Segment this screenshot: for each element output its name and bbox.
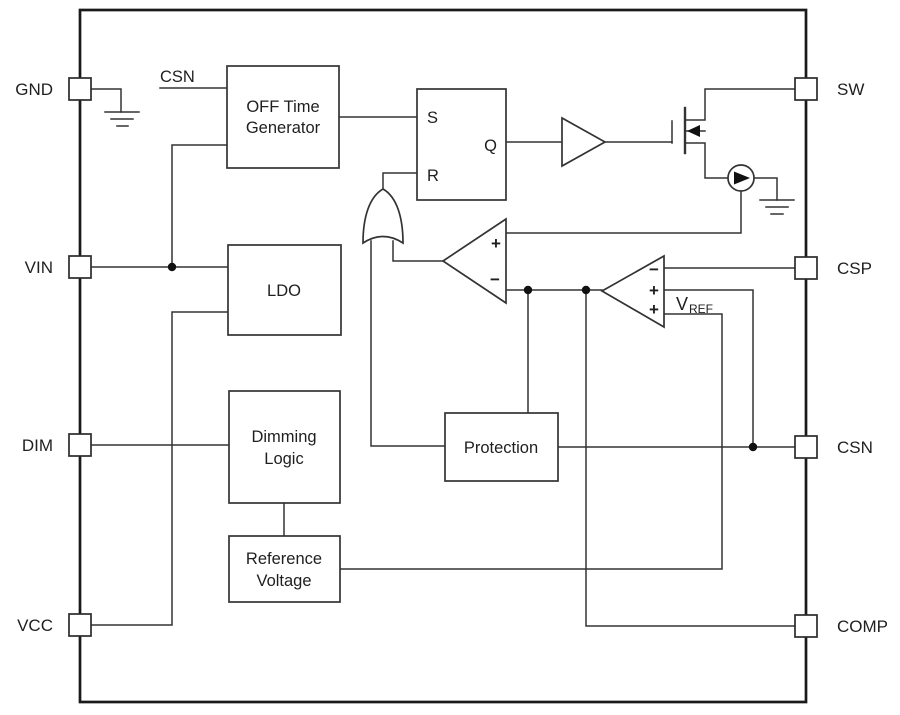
block-label: Logic [264,450,303,468]
block-label: Protection [464,439,538,457]
junction-dot [523,285,533,295]
junction-dot [581,285,591,295]
wire-current-source-to-ground [753,177,778,201]
wire-reference-to-sense-plus [339,313,723,570]
junction-dot [748,442,758,452]
csn-signal-label: CSN [160,68,195,86]
sense-plus2-label: + [649,300,659,319]
mosfet-arrow-icon [687,125,700,137]
wire-drain-to-sw [684,88,796,121]
wire-sense-to-pwm-plus [505,190,742,234]
pin-label-dim: DIM [22,436,53,455]
block-reference-voltage [228,535,341,603]
pin-csn [794,435,818,459]
wire-or-to-latch-r [382,172,418,190]
pin-label-csn: CSN [837,438,873,457]
pin-csp [794,256,818,280]
pin-vcc [68,613,92,637]
pin-comp [794,614,818,638]
block-label: Generator [246,119,321,137]
wire-bus-to-comp [585,289,796,627]
sense-plus1-label: + [649,281,659,300]
wire-pwm-out-to-or [392,240,444,262]
block-label: OFF Time [246,98,319,116]
pwm-comparator-icon [441,217,507,305]
block-label: Reference [246,550,322,568]
pwm-plus-label: + [491,234,501,253]
block-sr-latch [416,88,507,201]
wire-protection-to-or [370,240,446,447]
block-protection [444,412,559,482]
block-off-time-generator [226,65,340,169]
buffer-icon [561,116,607,168]
block-label: Voltage [256,572,311,590]
pin-gnd [68,77,92,101]
pin-label-csp: CSP [837,259,872,278]
sense-minus-label: − [649,260,659,279]
pin-label-sw: SW [837,80,864,99]
vref-sub-label: REF [689,302,713,316]
pin-label-vcc: VCC [17,616,53,635]
pin-dim [68,433,92,457]
current-source-arrow-icon [734,171,750,185]
block-ldo [227,244,342,336]
block-dimming-logic [228,390,341,504]
wire-sense-plus-to-csn [663,289,754,448]
pin-label-comp: COMP [837,617,888,636]
pwm-minus-label: − [490,270,500,289]
wire-ldo-to-vcc [90,311,229,626]
latch-r-label: R [427,167,439,185]
vref-label: V [676,294,688,314]
latch-s-label: S [427,109,438,127]
wire-offgen-to-vin-node [171,144,228,268]
latch-q-label: Q [484,137,497,155]
sense-comparator-icon [600,254,665,329]
block-label: Dimming [251,428,316,446]
junction-dot [167,262,177,272]
pin-label-vin: VIN [25,258,53,277]
or-gate-icon [362,188,404,245]
block-label: LDO [267,282,301,300]
wire-gnd-to-ground [90,88,122,113]
pin-vin [68,255,92,279]
pin-label-gnd: GND [15,80,53,99]
wire-source-to-current-source [684,142,729,179]
pin-sw [794,77,818,101]
ic-outline [78,8,808,704]
